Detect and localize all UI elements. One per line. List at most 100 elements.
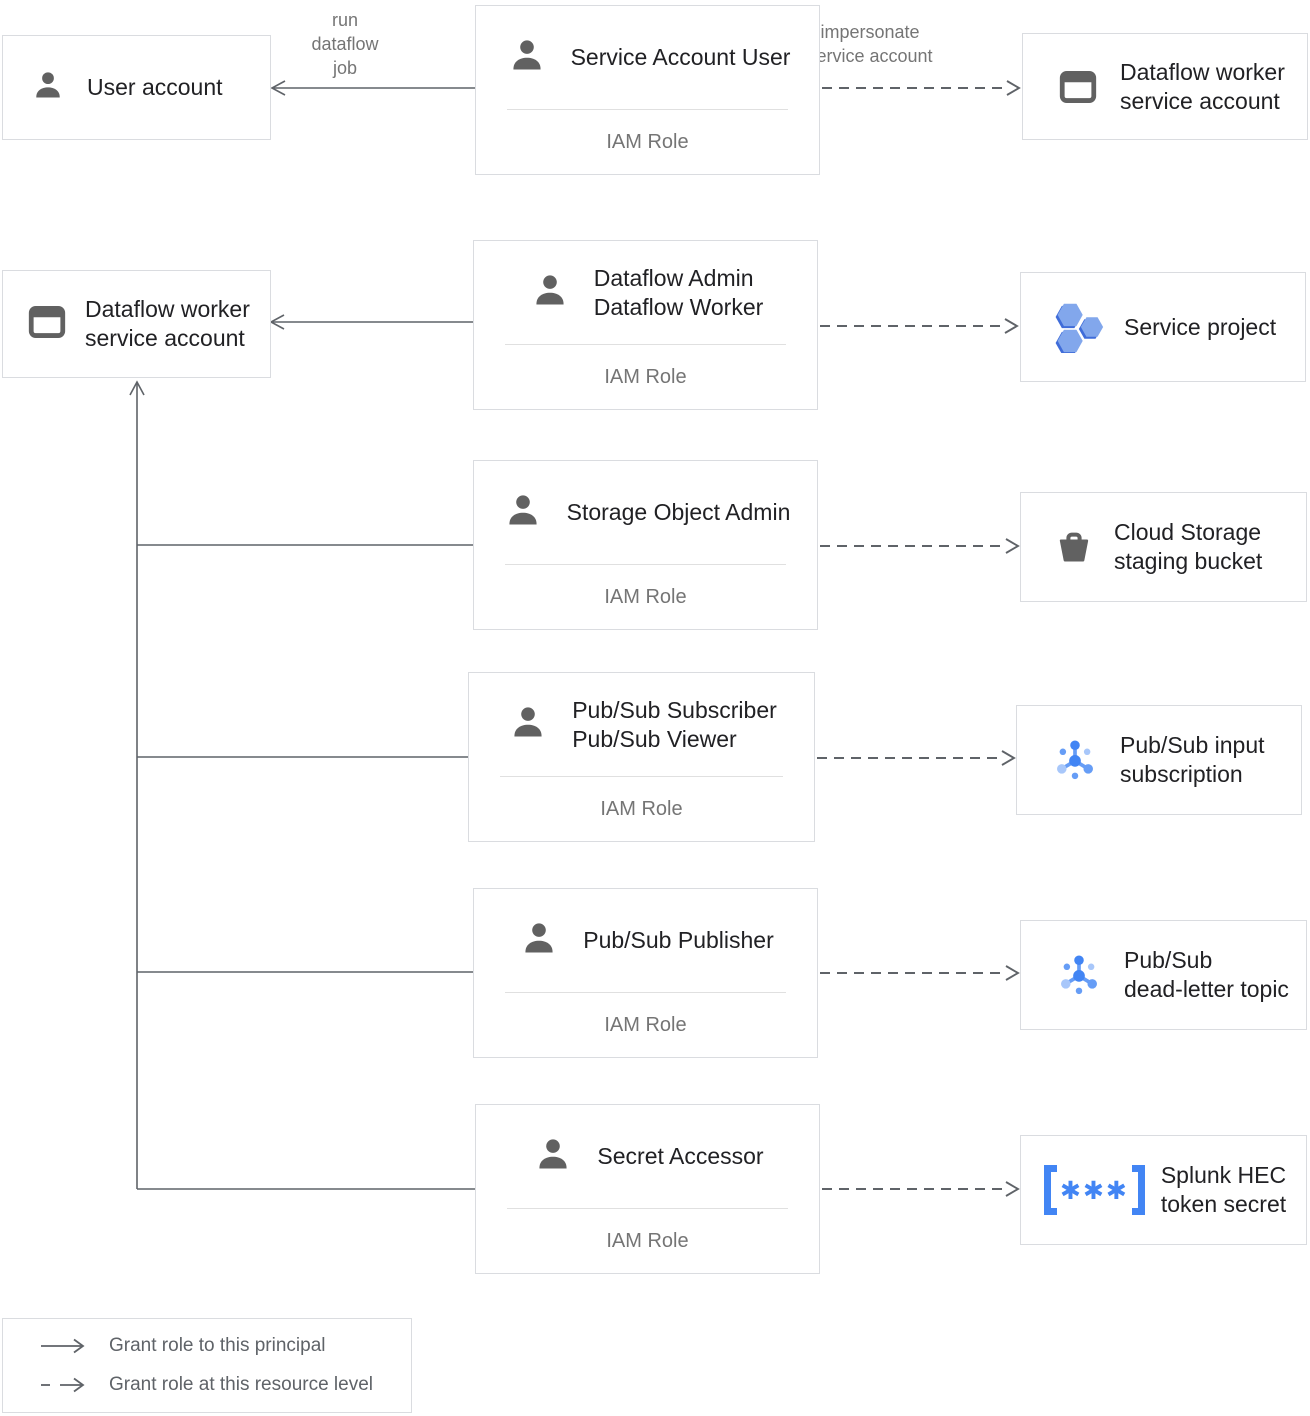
node-label-line: Cloud Storage	[1114, 519, 1262, 545]
iam-role-title-line: Pub/Sub Subscriber	[572, 696, 777, 723]
node-label-line: dead-letter topic	[1124, 976, 1289, 1002]
divider	[505, 344, 786, 345]
legend-row-dashed: Grant role at this resource level	[39, 1374, 411, 1396]
bracket-right	[1131, 1165, 1145, 1215]
pubsub-graph-icon	[1049, 734, 1101, 786]
asterisks-glyph: ✱✱✱	[1060, 1176, 1129, 1205]
iam-role-title-line: Dataflow Worker	[593, 293, 764, 320]
person-icon	[506, 700, 550, 749]
node-label: Splunk HEC token secret	[1161, 1161, 1286, 1219]
person-icon	[531, 1132, 575, 1181]
iam-role-title: Service Account User	[571, 43, 791, 72]
solid-arrow-icon	[41, 1339, 85, 1354]
node-label: Dataflow worker service account	[1120, 58, 1285, 116]
iam-role-subtitle: IAM Role	[606, 1229, 689, 1252]
node-label-line: staging bucket	[1114, 548, 1263, 574]
iam-role-title-line: Pub/Sub Publisher	[583, 927, 774, 953]
node-dataflow-worker-service-account-target: Dataflow worker service account	[1022, 33, 1308, 140]
node-label-line: Splunk HEC	[1160, 1162, 1287, 1188]
person-icon	[517, 916, 561, 965]
iam-role-title-line: Service Account User	[570, 44, 791, 70]
node-label: Dataflow worker service account	[85, 295, 250, 353]
person-icon	[29, 66, 67, 109]
trunk-grants-to-dataflow-worker-sa	[129, 380, 475, 1190]
node-label-line: Dataflow worker	[85, 296, 250, 322]
node-label-line: Dataflow worker	[1120, 58, 1285, 85]
edge-label-line: run	[331, 10, 358, 30]
service-account-card-icon	[25, 300, 69, 349]
divider	[500, 776, 783, 777]
person-icon	[501, 488, 545, 537]
edge-label-line: service account	[807, 46, 933, 66]
service-account-card-icon	[1056, 65, 1100, 109]
pubsub-graph-icon	[1053, 949, 1105, 1001]
dashed-arrow-icon	[41, 1377, 85, 1392]
node-pubsub-input-subscription: Pub/Sub input subscription	[1016, 705, 1302, 815]
node-label-line: Pub/Sub	[1124, 947, 1213, 973]
legend-label: Grant role at this resource level	[109, 1373, 374, 1395]
node-label: Service project	[1124, 313, 1276, 342]
arrow-run-dataflow-job	[270, 80, 475, 96]
edge-label-line: dataflow	[311, 34, 379, 54]
legend-label: Grant role to this principal	[109, 1335, 326, 1357]
iam-role-box-secret-accessor: Secret Accessor IAM Role	[475, 1104, 820, 1274]
node-splunk-hec-token-secret: ✱✱✱ Splunk HEC token secret	[1020, 1135, 1307, 1245]
iam-role-subtitle: IAM Role	[600, 797, 683, 820]
arrow-impersonate-service-account	[822, 80, 1021, 96]
iam-role-box-storage-object-admin: Storage Object Admin IAM Role	[473, 460, 818, 630]
iam-role-box-pubsub-publisher: Pub/Sub Publisher IAM Role	[473, 888, 818, 1058]
edge-label-run-dataflow-job: run dataflow job	[280, 8, 410, 80]
iam-role-title: Pub/Sub Subscriber Pub/Sub Viewer	[572, 696, 777, 754]
arrow-resource-dead-letter-topic	[820, 965, 1020, 981]
node-dataflow-worker-service-account: Dataflow worker service account	[2, 270, 271, 378]
bracket-left	[1044, 1165, 1057, 1215]
hexagons-project-icon	[1053, 301, 1105, 353]
divider	[507, 109, 788, 110]
node-label: Pub/Sub dead-letter topic	[1124, 946, 1289, 1004]
edge-label-line: impersonate	[820, 22, 920, 42]
arrow-grant-dataflow-admin-worker	[269, 314, 473, 330]
storage-bucket-icon	[1053, 524, 1095, 570]
iam-role-title-line: Storage Object Admin	[566, 499, 791, 525]
arrow-resource-service-project	[820, 318, 1019, 334]
node-user-account: User account	[2, 35, 271, 140]
iam-role-subtitle: IAM Role	[606, 130, 689, 153]
iam-role-title: Storage Object Admin	[567, 498, 791, 527]
arrow-resource-token-secret	[822, 1181, 1020, 1197]
secret-brackets-icon: ✱✱✱	[1044, 1165, 1145, 1215]
divider	[507, 1208, 788, 1209]
node-service-project: Service project	[1020, 272, 1306, 382]
node-cloud-storage-staging-bucket: Cloud Storage staging bucket	[1020, 492, 1307, 602]
legend: Grant role to this principal Grant role …	[2, 1318, 412, 1413]
iam-role-title-line: Pub/Sub Viewer	[572, 725, 737, 752]
iam-role-title: Secret Accessor	[597, 1142, 763, 1171]
divider	[505, 992, 786, 993]
node-label: Pub/Sub input subscription	[1120, 731, 1265, 789]
edge-label-line: job	[332, 58, 358, 78]
node-label-line: service account	[1120, 87, 1280, 114]
legend-row-solid: Grant role to this principal	[39, 1335, 411, 1357]
divider	[505, 564, 786, 565]
iam-role-title-line: Dataflow Admin	[593, 264, 754, 291]
iam-role-subtitle: IAM Role	[604, 365, 687, 388]
iam-role-title: Dataflow Admin Dataflow Worker	[594, 264, 764, 322]
iam-role-subtitle: IAM Role	[604, 585, 687, 608]
iam-role-title: Pub/Sub Publisher	[583, 926, 774, 955]
arrow-resource-input-subscription	[817, 750, 1016, 766]
iam-role-title-line: Secret Accessor	[597, 1143, 764, 1169]
iam-role-box-pubsub-subscriber-viewer: Pub/Sub Subscriber Pub/Sub Viewer IAM Ro…	[468, 672, 815, 842]
node-label-line: Pub/Sub input	[1120, 732, 1265, 758]
node-label-line: Service project	[1124, 313, 1277, 340]
node-label-line: token secret	[1160, 1191, 1287, 1217]
node-pubsub-dead-letter-topic: Pub/Sub dead-letter topic	[1020, 920, 1307, 1030]
iam-role-box-service-account-user: Service Account User IAM Role	[475, 5, 820, 175]
node-label-line: service account	[85, 325, 245, 351]
node-label: User account	[87, 74, 223, 100]
person-icon	[505, 33, 549, 82]
person-icon	[528, 268, 572, 317]
iam-role-subtitle: IAM Role	[604, 1013, 687, 1036]
node-label-line: subscription	[1120, 761, 1243, 787]
iam-role-box-dataflow-admin-worker: Dataflow Admin Dataflow Worker IAM Role	[473, 240, 818, 410]
arrow-resource-staging-bucket	[820, 538, 1020, 554]
